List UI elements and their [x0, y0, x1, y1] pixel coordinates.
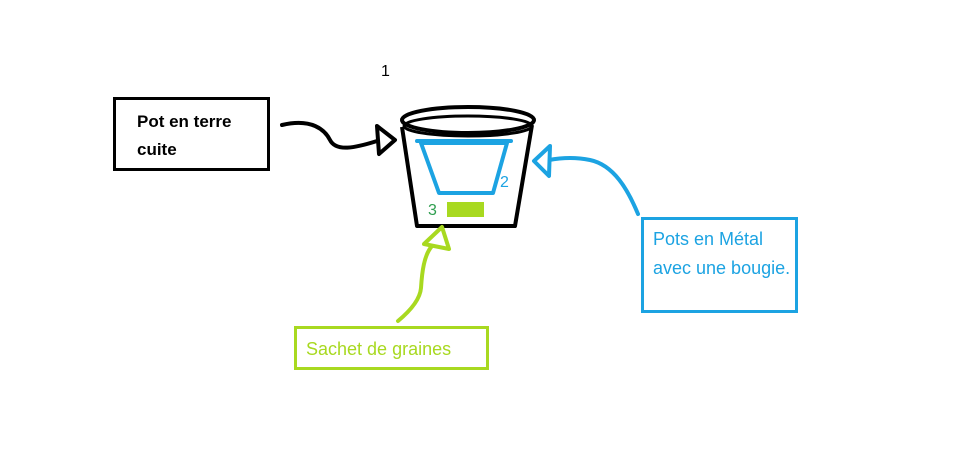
terracotta-pot-label: Pot en terre cuite: [137, 112, 232, 159]
terracotta-pot-label-box: Pot en terre cuite: [113, 97, 270, 171]
metal-pot-label-box: Pots en Métal avec une bougie.: [641, 217, 798, 313]
seed-packet: [447, 202, 484, 217]
black-arrow-line: [280, 120, 379, 150]
metal-pot-label: Pots en Métal avec une bougie.: [653, 229, 791, 278]
metal-pot: [419, 141, 509, 195]
terracotta-pot-body: [400, 124, 534, 228]
green-arrow-line: [396, 244, 434, 323]
terracotta-pot-rim-inner: [402, 114, 534, 138]
blue-arrow-head: [532, 144, 552, 178]
blue-arrow-line: [547, 156, 640, 216]
seed-packet-label: Sachet de graines: [306, 339, 452, 359]
number-3-label: 3: [428, 202, 437, 219]
green-arrow-head: [422, 225, 451, 251]
terracotta-pot-rim: [400, 105, 536, 135]
number-1-label: 1: [381, 63, 390, 80]
seed-packet-label-box: Sachet de graines: [294, 326, 489, 370]
black-arrow-head: [375, 124, 397, 156]
number-2-label: 2: [500, 174, 509, 191]
